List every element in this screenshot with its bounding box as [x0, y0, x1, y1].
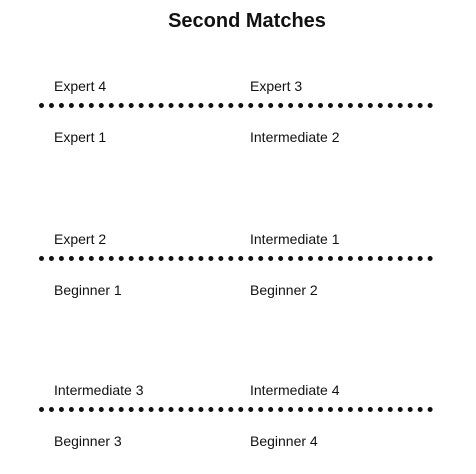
player-top-right: Intermediate 1 [250, 231, 340, 247]
dotted-divider [39, 103, 433, 108]
match-group-1: Expert 4 Expert 3 Expert 1 Intermediate … [0, 78, 476, 158]
match-group-2: Expert 2 Intermediate 1 Beginner 1 Begin… [0, 231, 476, 311]
match-group-3: Intermediate 3 Intermediate 4 Beginner 3… [0, 382, 476, 462]
player-bottom-right: Beginner 2 [250, 282, 318, 298]
player-top-left: Expert 2 [54, 231, 107, 247]
player-bottom-right: Beginner 4 [250, 433, 318, 449]
dotted-divider [39, 256, 433, 261]
player-bottom-left: Beginner 1 [54, 282, 122, 298]
player-bottom-left: Beginner 3 [54, 433, 122, 449]
player-bottom-right: Intermediate 2 [250, 129, 340, 145]
player-top-right: Intermediate 4 [250, 382, 340, 398]
player-bottom-left: Expert 1 [54, 129, 107, 145]
player-top-left: Expert 4 [54, 78, 107, 94]
page-title: Second Matches [168, 10, 326, 32]
dotted-divider [39, 407, 433, 412]
player-top-left: Intermediate 3 [54, 382, 144, 398]
player-top-right: Expert 3 [250, 78, 303, 94]
